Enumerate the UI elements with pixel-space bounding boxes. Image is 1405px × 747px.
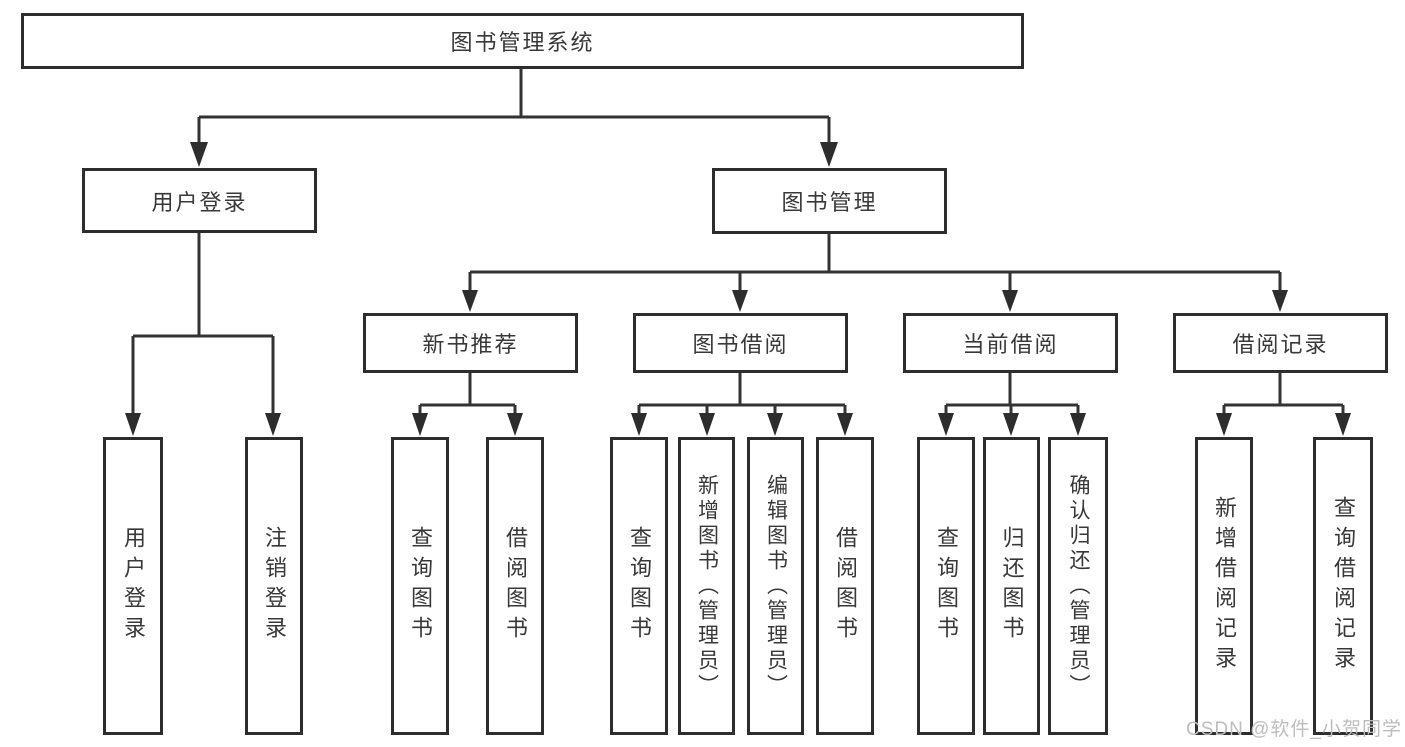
leaf-borrow-books: 借阅图书 [816, 437, 874, 735]
leaf-query-books-current: 查询图书 [917, 437, 975, 735]
node-label: 注销登录 [262, 526, 287, 646]
node-label: 新增图书（管理员） [695, 473, 719, 699]
node-library-management-system: 图书管理系统 [21, 13, 1024, 69]
node-label: 图书借阅 [692, 332, 789, 357]
csdn-watermark: CSDN @软件_小贺同学 [1186, 719, 1402, 740]
node-user-login-branch: 用户登录 [82, 168, 317, 233]
node-label: 图书管理 [781, 190, 878, 215]
node-label: 查询图书 [408, 526, 433, 646]
node-label: 图书管理系统 [450, 30, 595, 55]
node-label: 新增借阅记录 [1212, 496, 1237, 676]
node-label: 新书推荐 [422, 332, 519, 357]
leaf-return-books: 归还图书 [983, 437, 1040, 735]
node-current-borrowing: 当前借阅 [903, 313, 1118, 373]
leaf-add-borrow-record: 新增借阅记录 [1195, 437, 1253, 735]
node-label: 借阅图书 [503, 526, 528, 646]
leaf-add-books-admin: 新增图书（管理员） [678, 437, 735, 735]
leaf-confirm-return-admin: 确认归还（管理员） [1048, 437, 1108, 735]
node-label: 借阅图书 [833, 526, 858, 646]
node-label: 查询图书 [627, 526, 652, 646]
leaf-logout: 注销登录 [245, 437, 303, 735]
leaf-borrow-books-recommend: 借阅图书 [486, 437, 544, 735]
node-book-borrowing: 图书借阅 [633, 313, 848, 373]
leaf-query-books-borrow: 查询图书 [610, 437, 668, 735]
leaf-query-borrow-record: 查询借阅记录 [1313, 437, 1373, 735]
node-borrowing-records: 借阅记录 [1173, 313, 1388, 373]
leaf-query-books-recommend: 查询图书 [391, 437, 449, 735]
node-label: 编辑图书（管理员） [764, 473, 788, 699]
node-label: 查询图书 [934, 526, 959, 646]
node-label: 当前借阅 [962, 332, 1059, 357]
leaf-edit-books-admin: 编辑图书（管理员） [747, 437, 804, 735]
node-label: 查询借阅记录 [1331, 496, 1356, 676]
node-label: 借阅记录 [1232, 332, 1329, 357]
node-label: 归还图书 [999, 526, 1025, 646]
node-label: 用户登录 [121, 526, 146, 646]
node-book-management-branch: 图书管理 [712, 168, 947, 234]
node-label: 用户登录 [151, 189, 248, 215]
leaf-user-login: 用户登录 [103, 437, 163, 735]
node-label: 确认归还（管理员） [1067, 473, 1090, 699]
node-new-book-recommendation: 新书推荐 [363, 313, 578, 373]
